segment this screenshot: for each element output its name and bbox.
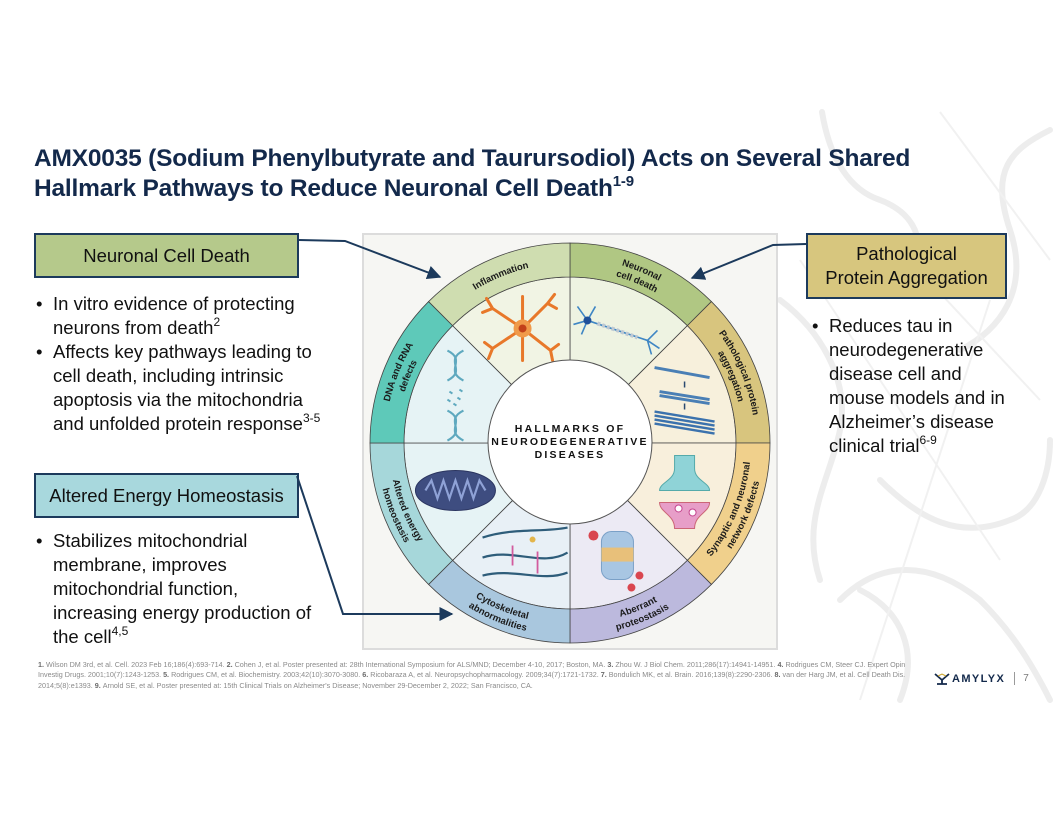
bullet-text: Reduces tau in neurodegenerative disease…	[829, 315, 1005, 456]
bullet-text: In vitro evidence of protecting neurons …	[53, 293, 295, 338]
segment-ring	[428, 242, 571, 327]
altered-energy-heading-box: Altered Energy Homeostasis	[34, 473, 299, 518]
footnote-item: 3. Zhou W. J Biol Chem. 2011;286(17):149…	[607, 660, 778, 669]
pathological-protein-heading-line1: Pathological	[856, 243, 957, 264]
cytoskeleton-icon	[482, 526, 569, 578]
center-label-line3: DISEASES	[535, 449, 606, 461]
neuronal-cell-death-heading: Neuronal Cell Death	[83, 244, 250, 266]
footnote-item: 8. van der Harg JM, et al. Cell Death Di…	[38, 670, 906, 690]
footnote-item: 9. Arnold SE, et al. Poster presented at…	[94, 680, 533, 690]
neuronal-cell-death-bullets: In vitro evidence of protecting neurons …	[34, 292, 324, 436]
company-logo: AMYLYX 7	[934, 672, 1029, 685]
footnote-item: 2. Cohen J, et al. Poster presented at: …	[226, 660, 608, 669]
bullet-item: Stabilizes mitochondrial membrane, impro…	[34, 529, 324, 649]
wheel-icons	[414, 292, 715, 592]
neuron-icon	[573, 305, 660, 355]
protein-aggregation-icon	[654, 366, 715, 435]
bullet-item: In vitro evidence of protecting neurons …	[34, 292, 324, 340]
mitochondrion-icon	[414, 469, 496, 511]
neuronal-cell-death-heading-box: Neuronal Cell Death	[34, 233, 299, 278]
bullet-text: Stabilizes mitochondrial membrane, impro…	[53, 530, 312, 647]
bullet-item: Reduces tau in neurodegenerative disease…	[810, 314, 1010, 458]
center-label-line1: HALLMARKS OF	[515, 423, 625, 435]
altered-energy-bullets: Stabilizes mitochondrial membrane, impro…	[34, 529, 324, 649]
logo-text: AMYLYX	[952, 672, 1006, 685]
footer-divider	[1014, 672, 1016, 685]
bullet-citation: 2	[213, 315, 221, 329]
footnote-item: 6. Ricobaraza A, et al. Neuropsychopharm…	[362, 670, 601, 680]
page-number: 7	[1023, 673, 1029, 684]
bullet-item: Affects key pathways leading to cell dea…	[34, 340, 324, 436]
slide-title: AMX0035 (Sodium Phenylbutyrate and Tauru…	[34, 144, 1014, 204]
dna-icon	[446, 349, 464, 442]
connector-pathological-protein	[690, 243, 807, 280]
slide-title-line1: AMX0035 (Sodium Phenylbutyrate and Tauru…	[34, 145, 911, 172]
slide-title-line2-wrap: Hallmark Pathways to Reduce Neuronal Cel…	[34, 174, 1014, 204]
pathological-protein-heading-line2: Protein Aggregation	[825, 267, 988, 288]
footnote-item: 4. Rodrigues CM, Steer CJ. Expert Opin I…	[38, 660, 906, 680]
microglia-icon	[481, 292, 561, 362]
proteasome-icon	[588, 530, 644, 592]
bullet-citation: 6-9	[919, 433, 937, 447]
slide-title-line2: Hallmark Pathways to Reduce Neuronal Cel…	[34, 175, 613, 202]
bullet-citation: 3-5	[302, 411, 321, 425]
center-circle	[487, 359, 653, 525]
connector-altered-energy	[296, 475, 454, 621]
footnote-item: 5. Rodrigues CM, et al. Biochemistry. 20…	[163, 670, 363, 680]
slide-title-citation: 1-9	[612, 173, 634, 190]
synapse-icon	[659, 454, 711, 529]
amylyx-logo-icon	[934, 672, 950, 685]
bullet-text: Affects key pathways leading to cell dea…	[53, 341, 312, 434]
center-label-line2: NEURODEGENERATIVE	[491, 436, 648, 448]
bullet-citation: 4,5	[111, 624, 129, 638]
connector-neuronal-cell-death	[298, 239, 442, 280]
footnote-item: 1. Wilson DM 3rd, et al. Cell. 2023 Feb …	[38, 660, 227, 669]
altered-energy-heading: Altered Energy Homeostasis	[49, 484, 284, 506]
footnotes: 1. Wilson DM 3rd, et al. Cell. 2023 Feb …	[38, 660, 918, 691]
footnote-item: 7. Bondulich MK, et al. Brain. 2016;139(…	[600, 670, 775, 680]
pathological-protein-heading-box: Pathological Protein Aggregation	[806, 233, 1007, 299]
pathological-protein-bullets: Reduces tau in neurodegenerative disease…	[810, 314, 1010, 458]
